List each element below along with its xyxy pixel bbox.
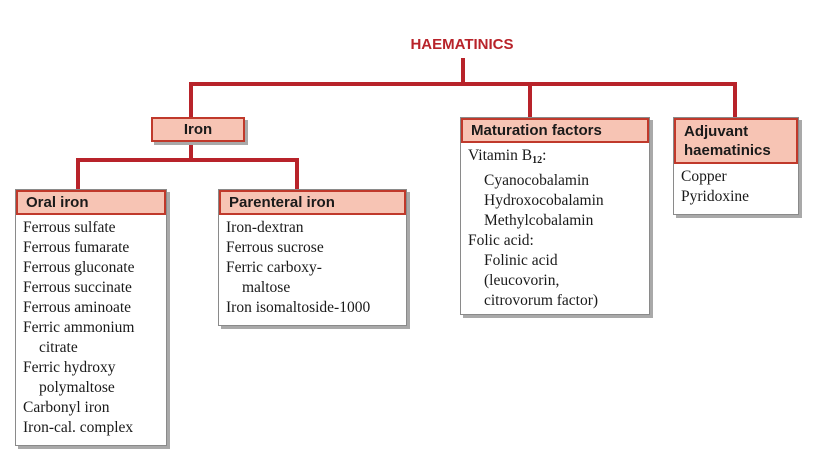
oral-iron-item: polymaltose — [39, 379, 115, 396]
maturation-factor-item: Hydroxocobalamin — [484, 192, 604, 209]
oral-iron-item: Ferrous aminoate — [23, 299, 132, 316]
maturation-factor-item: (leucovorin, — [484, 272, 560, 289]
oral-iron-item: Ferric ammonium — [23, 319, 135, 336]
maturation-factor-item: Cyanocobalamin — [484, 172, 590, 189]
parenteral-iron-item: Iron-dextran — [226, 219, 304, 236]
root-title: HAEMATINICS — [410, 36, 514, 53]
maturation-factor-item: Folinic acid — [484, 252, 558, 269]
oral-iron-item: Ferrous fumarate — [23, 239, 130, 256]
adjuvant-label-line1: Adjuvant — [684, 123, 749, 140]
parenteral-iron-header: Parenteral iron — [219, 190, 406, 215]
maturation-factor-item: Methylcobalamin — [484, 212, 594, 229]
oral-iron-header: Oral iron — [16, 190, 166, 215]
oral-iron-item: Ferric hydroxy — [23, 359, 116, 376]
adjuvant-item: Copper — [681, 168, 727, 185]
iron-node: Iron — [151, 117, 245, 142]
oral-iron-item: Carbonyl iron — [23, 399, 110, 416]
parenteral-iron-item: maltose — [242, 279, 291, 296]
maturation-factors-box: Maturation factors Vitamin B12: Cyanocob… — [460, 117, 650, 315]
adjuvant-label-line2: haematinics — [684, 142, 771, 159]
oral-iron-item: Ferrous gluconate — [23, 259, 135, 276]
vitamin-b12-prefix: Vitamin B — [468, 147, 533, 164]
oral-iron-item: citrate — [39, 339, 78, 356]
adjuvant-item: Pyridoxine — [681, 188, 750, 205]
parenteral-iron-item: Ferric carboxy- — [226, 259, 322, 276]
vitamin-b12-line: Vitamin B12: — [468, 146, 642, 171]
iron-label: Iron — [183, 121, 213, 138]
oral-iron-item: Iron-cal. complex — [23, 419, 134, 436]
oral-iron-item: Ferrous succinate — [23, 279, 132, 296]
parenteral-iron-item: Ferrous sucrose — [226, 239, 324, 256]
vitamin-b12-colon: : — [542, 147, 547, 164]
maturation-factor-item: citrovorum factor) — [484, 292, 599, 309]
adjuvant-haematinics-header: Adjuvant haematinics — [674, 118, 798, 164]
parenteral-iron-item: Iron isomaltoside-1000 — [226, 299, 371, 316]
oral-iron-item: Ferrous sulfate — [23, 219, 116, 236]
maturation-factors-header: Maturation factors — [461, 118, 649, 143]
maturation-factor-item: Folic acid: — [468, 232, 534, 249]
vitamin-b12-subscript: 12 — [532, 155, 543, 166]
